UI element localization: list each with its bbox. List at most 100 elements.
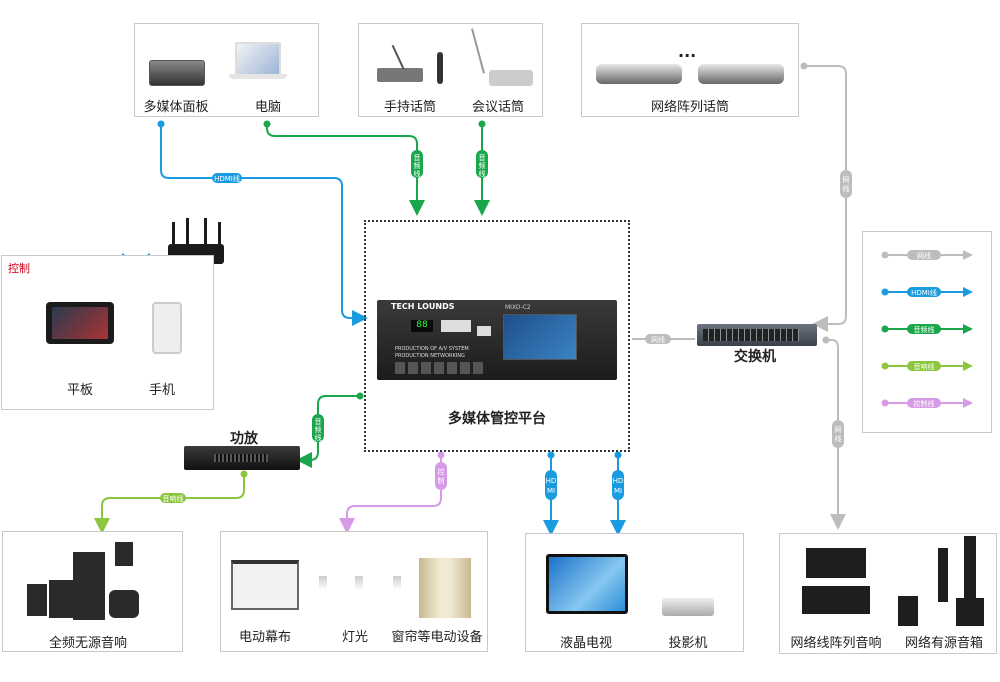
led-display: 88 xyxy=(411,320,433,332)
array-mic-label: 网络阵列话筒 xyxy=(650,100,730,115)
svg-text:音响线: 音响线 xyxy=(163,494,184,503)
svg-text:线: 线 xyxy=(414,169,421,178)
laptop-icon xyxy=(235,42,281,76)
active-speaker-icon-2 xyxy=(956,598,984,626)
speaker-stand-icon xyxy=(115,542,133,566)
lcd-tv-label: 液晶电视 xyxy=(559,636,613,651)
passive-speaker-box xyxy=(2,531,183,652)
speaker-icon-2 xyxy=(49,580,73,618)
phone-icon xyxy=(152,302,182,354)
screen-label: 电动幕布 xyxy=(238,630,292,645)
speaker-icon-4 xyxy=(109,590,139,618)
touch-screen xyxy=(503,314,577,360)
svg-text:控: 控 xyxy=(438,467,445,476)
legend-item: 音响线 xyxy=(881,361,973,371)
svg-text:音: 音 xyxy=(414,153,421,162)
column-speaker-icon-2 xyxy=(964,536,976,602)
tv-icon xyxy=(546,554,628,614)
svg-text:音: 音 xyxy=(315,417,322,426)
svg-text:网线: 网线 xyxy=(651,335,665,344)
hdmi-wire-display: HD MI HD MI xyxy=(543,451,626,536)
curtain-icon xyxy=(419,558,471,618)
front-ports xyxy=(395,362,485,374)
hdmi-wire-panel: HDMI线 xyxy=(157,120,368,326)
model-label: MIXO-C2 xyxy=(505,304,531,311)
audio-wire-amp: 音 频 线 xyxy=(296,392,364,468)
array-mic-box: ... xyxy=(581,23,799,117)
svg-text:音: 音 xyxy=(479,153,486,162)
svg-text:线: 线 xyxy=(315,433,322,442)
ellipsis: ... xyxy=(678,42,697,61)
svg-text:线: 线 xyxy=(835,434,842,443)
audio-wire-computer: 音 频 线 xyxy=(263,120,425,216)
light-icon-3 xyxy=(393,576,401,590)
legend-box: 网线 HDMI线音频线音响线控制线 xyxy=(862,231,992,433)
svg-text:HDMI线: HDMI线 xyxy=(214,174,240,183)
microphone-box xyxy=(358,23,543,117)
svg-text:网: 网 xyxy=(843,176,850,184)
network-wire-platform: 网线 xyxy=(632,334,695,344)
panel-buttons-2 xyxy=(477,326,491,336)
computer-label: 电脑 xyxy=(254,100,282,115)
legend-item: 控制线 xyxy=(881,398,973,408)
conference-mic-label: 会议话筒 xyxy=(471,100,525,115)
svg-text:MI: MI xyxy=(614,487,622,495)
handheld-mic-label: 手持话筒 xyxy=(383,100,437,115)
control-wire-devices: 控 制 xyxy=(339,451,447,534)
tablet-label: 平板 xyxy=(66,383,94,398)
electric-devices-box xyxy=(220,531,488,652)
legend-label: 控制线 xyxy=(914,399,935,408)
speaker-wire-passive: 音响线 xyxy=(94,470,248,534)
multimedia-panel-label: 多媒体面板 xyxy=(143,100,209,115)
projector-icon xyxy=(662,598,714,616)
svg-text:HD: HD xyxy=(546,477,557,485)
control-title: 控制 xyxy=(8,262,30,275)
platform-label: 多媒体管控平台 xyxy=(448,411,546,427)
svg-text:线: 线 xyxy=(843,184,850,193)
svg-text:制: 制 xyxy=(438,476,445,485)
speaker-icon xyxy=(27,584,47,616)
line-array-icon-2 xyxy=(802,586,870,614)
curtain-label: 窗帘等电动设备 xyxy=(391,630,483,645)
handheld-mic-icon xyxy=(437,52,443,84)
svg-text:频: 频 xyxy=(479,161,486,170)
network-wire-array-mic: 网 线 xyxy=(800,62,852,332)
svg-text:线: 线 xyxy=(479,169,486,178)
network-speaker-box xyxy=(779,533,997,654)
svg-text:MI: MI xyxy=(547,487,555,495)
svg-text:HD: HD xyxy=(613,477,624,485)
passive-speaker-label: 全频无源音响 xyxy=(48,636,128,651)
speaker-icon-3 xyxy=(73,552,105,620)
svg-text:网: 网 xyxy=(835,426,842,434)
legend-item: 音频线 xyxy=(881,324,973,334)
legend-label: 音响线 xyxy=(914,362,935,371)
array-mic-icon-2 xyxy=(698,64,784,84)
display-box xyxy=(525,533,744,652)
multimedia-panel-icon xyxy=(149,60,205,86)
projector-label: 投影机 xyxy=(668,636,708,651)
platform-box xyxy=(364,220,630,452)
phone-label: 手机 xyxy=(148,383,176,398)
input-devices-box xyxy=(134,23,319,117)
switch-icon xyxy=(697,324,817,346)
amp-label: 功放 xyxy=(230,431,258,447)
array-mic-icon xyxy=(596,64,682,84)
audio-wire-conference: 音 频 线 xyxy=(474,120,490,216)
panel-buttons xyxy=(441,320,471,332)
active-speaker-label: 网络有源音箱 xyxy=(904,636,984,651)
legend-label: HDMI线 xyxy=(911,288,937,297)
network-wire-speakers: 网 线 xyxy=(822,336,846,530)
active-speaker-icon xyxy=(898,596,918,626)
panel-text-2: PRODUCTION NETWORKING xyxy=(395,353,465,359)
column-speaker-icon xyxy=(938,548,948,602)
light-icon xyxy=(319,576,327,590)
line-array-icon xyxy=(806,548,866,578)
switch-label: 交换机 xyxy=(734,349,776,365)
legend-item: 网线 xyxy=(881,250,973,260)
legend-item: HDMI线 xyxy=(881,287,973,297)
conference-mic-icon xyxy=(489,70,533,86)
wireless-receiver-icon xyxy=(377,68,423,82)
platform-device: TECH LOUNDS MIXO-C2 88 PRODUCTION OF A/V… xyxy=(377,300,617,380)
